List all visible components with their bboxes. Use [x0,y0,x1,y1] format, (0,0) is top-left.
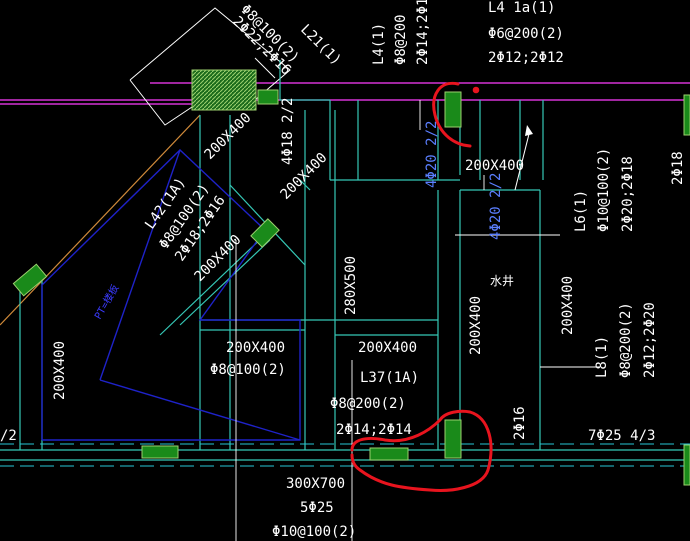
section-200x400-shaft: 200X400 [468,296,484,355]
section-200x400-left: 200X400 [52,341,68,400]
beam-l6-bars: 2Φ20;2Φ18 [620,156,636,232]
column-top [257,89,279,105]
slab-outline [41,149,301,441]
beam-l37-bars: 2Φ14;2Φ14 [336,422,412,438]
column-edge-right-bottom [683,444,690,486]
left-fraction: /2 [0,428,17,444]
section-280x500: 280X500 [343,256,359,315]
column-bottom-right [444,419,462,459]
top-beam-1-stirrup: Φ6@200(2) [488,26,564,42]
column-bottom-mid [369,447,409,461]
section-200x400-diag: 200X400 [202,110,255,163]
beam-l8-stirrup: Φ8@200(2) [618,302,634,378]
rebar-4phi18: 4Φ18 2/2 [280,98,296,165]
beam-l4-label: L4(1) [371,23,387,65]
section-200x400-mid: 200X400 [226,340,285,356]
bottom-5phi25: 5Φ25 [300,500,334,516]
beam-l37-stirrup: Φ8@200(2) [330,396,406,412]
shaft-label: 水井 [490,274,514,288]
column-diag-mid [250,218,280,248]
beam-l6-label: L6(1) [573,190,589,232]
top-beam-1-label: L4 1a(1) [488,0,555,16]
beam-l4-bars: 2Φ14;2Φ14 [415,0,431,65]
arrow-marker [514,125,533,191]
column-top-left [191,69,257,111]
beam-l37-label: L37(1A) [360,370,419,386]
right-edge-rebar: 2Φ18 [670,151,686,185]
column-edge-right [683,94,690,136]
section-200x400-right: 200X400 [560,276,576,335]
markup-circles [350,81,493,492]
wall-outline [129,7,291,126]
bottom-stirrup: Φ10@100(2) [272,524,356,540]
top-beam-1-bars: 2Φ12;2Φ12 [488,50,564,66]
column-diag-left [12,263,48,297]
section-200x400-l37: 200X400 [358,340,417,356]
rebar-text-blue: 4Φ20 2/2 4Φ20 2/2 [424,121,504,240]
beam-l21-label: L21(1) [297,22,344,69]
section-300x700: 300X700 [286,476,345,492]
rebar-4phi20-a: 4Φ20 2/2 [424,121,440,188]
column-bottom-left [141,445,179,459]
rebar-2phi16: 2Φ16 [512,406,528,440]
mid-stirrup: Φ8@100(2) [210,362,286,378]
beam-l4-stirrup: Φ8@200 [393,14,409,65]
beam-l6-stirrup: Φ10@100(2) [596,148,612,232]
section-200x400-top: 200X400 [465,158,524,174]
slab-note: PT=楼板 [91,282,121,321]
axis-lines [0,82,690,105]
beam-l8-label: L8(1) [594,336,610,378]
column-markers [12,69,690,486]
orange-diagonal-line [0,114,201,326]
beam-l8-bars: 2Φ12;2Φ20 [642,302,658,378]
bottom-right-rebar: 7Φ25 4/3 [588,428,655,444]
column-center-top [444,91,462,128]
rebar-4phi20-b: 4Φ20 2/2 [488,173,504,240]
